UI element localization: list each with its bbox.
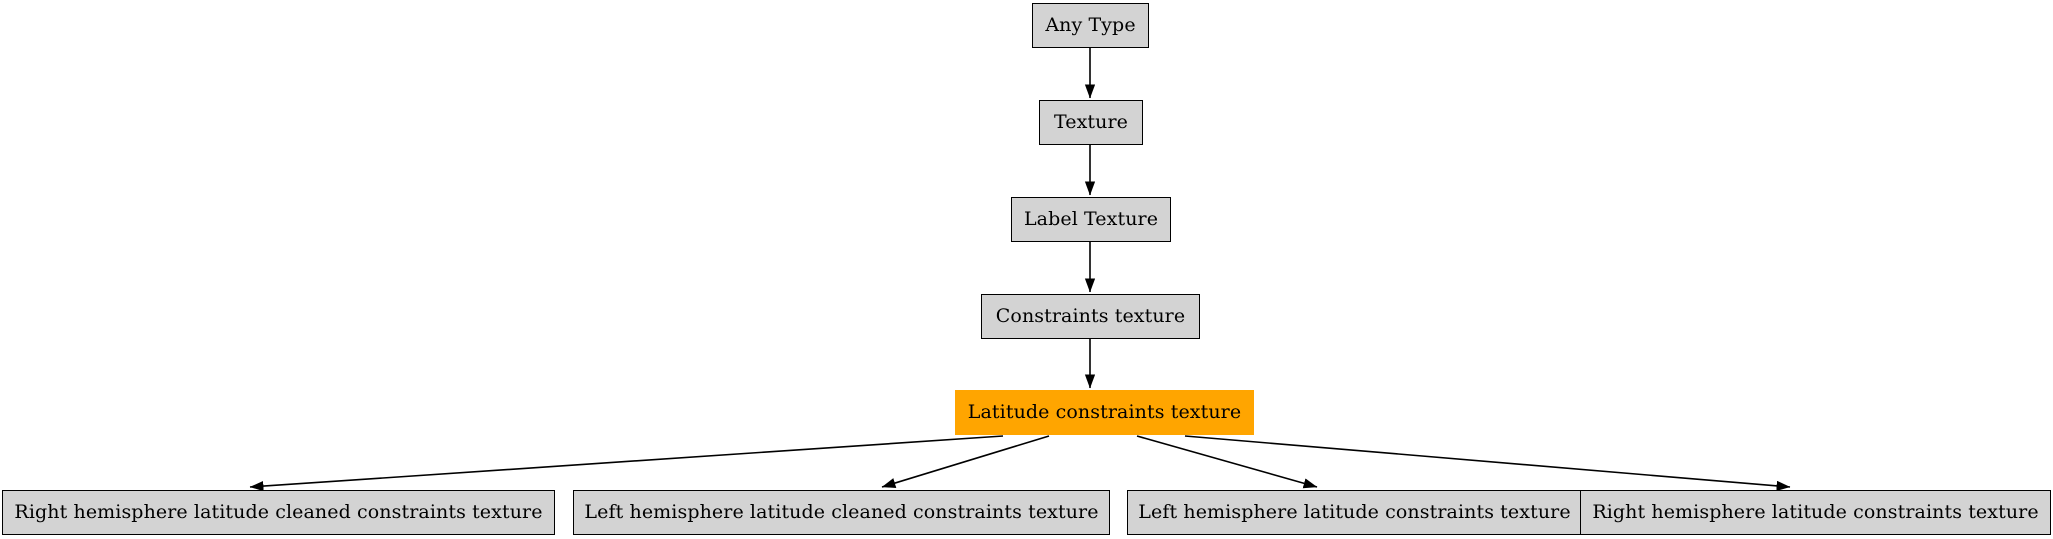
graph-node-label: Latitude constraints texture	[967, 401, 1242, 423]
graph-edge	[1184, 435, 1791, 491]
graph-edge	[1136, 435, 1318, 489]
graph-node-constraints-texture[interactable]: Constraints texture	[981, 294, 1200, 339]
graph-node-label: Label Texture	[1023, 208, 1159, 230]
graph-node-label: Left hemisphere latitude cleaned constra…	[584, 501, 1099, 523]
graph-node-label: Left hemisphere latitude constraints tex…	[1138, 501, 1571, 523]
graph-node-label: Any Type	[1045, 14, 1136, 36]
graph-node-label: Right hemisphere latitude cleaned constr…	[14, 501, 543, 523]
graph-node-label: Texture	[1053, 111, 1129, 133]
graph-edge	[249, 435, 1004, 492]
graph-node-left-hemisphere-latitude-constraints-texture[interactable]: Left hemisphere latitude constraints tex…	[1127, 490, 1582, 535]
graph-node-label: Right hemisphere latitude constraints te…	[1592, 501, 2039, 523]
graph-node-left-hemisphere-latitude-cleaned-constraints-texture[interactable]: Left hemisphere latitude cleaned constra…	[573, 490, 1110, 535]
graph-edge	[881, 435, 1050, 488]
graph-node-right-hemisphere-latitude-cleaned-constraints-texture[interactable]: Right hemisphere latitude cleaned constr…	[2, 490, 555, 535]
graph-node-right-hemisphere-latitude-constraints-texture[interactable]: Right hemisphere latitude constraints te…	[1580, 490, 2051, 535]
graph-node-label: Constraints texture	[995, 305, 1186, 327]
graph-node-any-type[interactable]: Any Type	[1032, 3, 1149, 48]
graph-node-texture[interactable]: Texture	[1039, 100, 1143, 145]
graph-node-label-texture[interactable]: Label Texture	[1011, 197, 1171, 242]
graph-node-latitude-constraints-texture[interactable]: Latitude constraints texture	[955, 390, 1254, 435]
